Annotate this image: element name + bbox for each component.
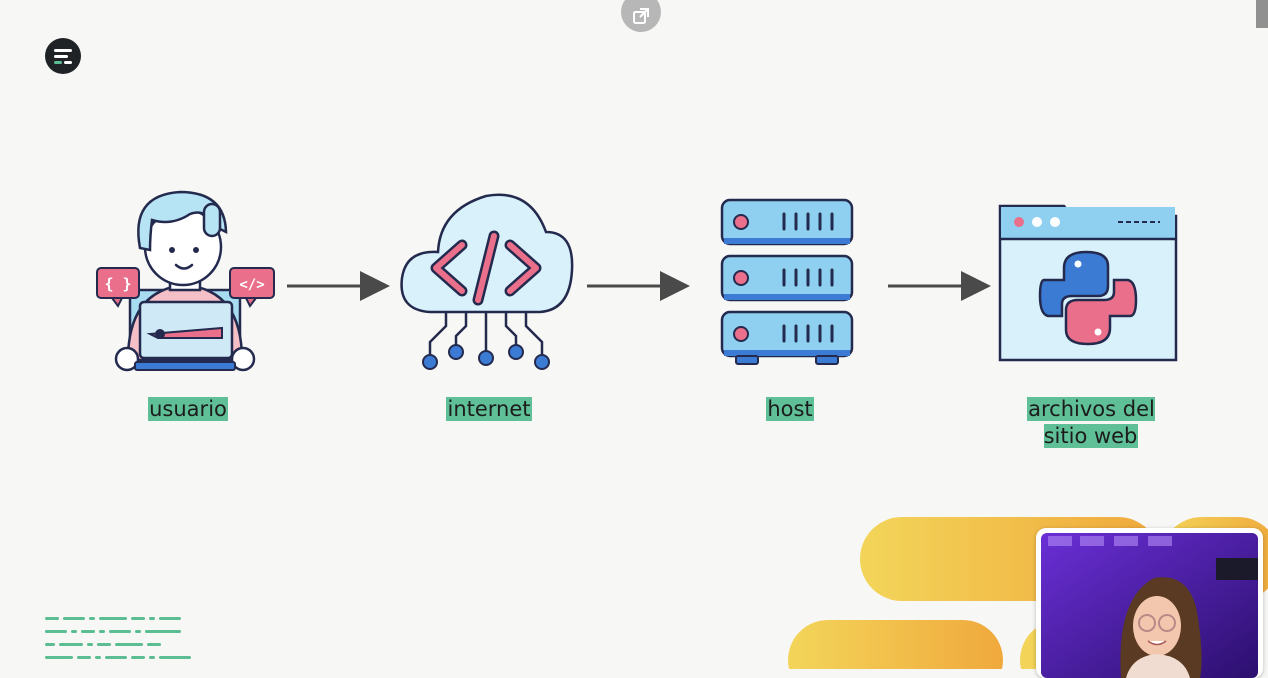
brand-logo-icon (45, 38, 81, 74)
presenter-thumbnail (1041, 533, 1258, 678)
node-label-internet: internet (409, 396, 569, 423)
node-label-archivos: archivos del sitio web (1010, 396, 1172, 450)
node-label-usuario: usuario (108, 396, 268, 423)
node-label-host: host (710, 396, 870, 423)
label-usuario: usuario (148, 397, 228, 421)
window-edge (1256, 0, 1268, 28)
developer-icon: { } </> (96, 190, 275, 372)
label-host: host (766, 397, 814, 421)
cloud-code-icon (400, 193, 574, 370)
svg-text:</>: </> (239, 277, 264, 293)
svg-text:{ }: { } (104, 275, 131, 293)
label-archivos: archivos del sitio web (1027, 397, 1155, 448)
label-internet: internet (446, 397, 532, 421)
presenter-video[interactable] (1036, 528, 1263, 678)
popout-button[interactable] (621, 0, 661, 32)
popout-icon (633, 8, 649, 24)
python-browser-window-icon (998, 204, 1178, 362)
server-rack-icon (720, 198, 854, 365)
